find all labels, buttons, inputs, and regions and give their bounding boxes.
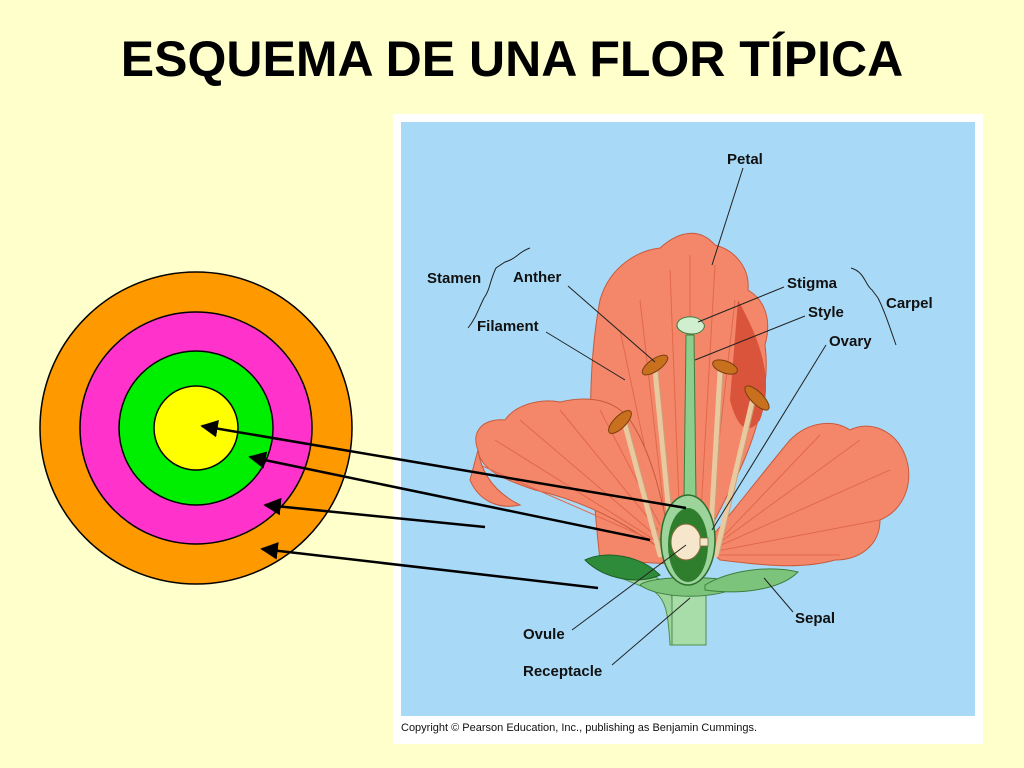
stigma [676, 316, 705, 335]
anthers [608, 354, 770, 434]
flower-illustration [469, 232, 910, 646]
sepal-right [704, 568, 799, 593]
label-anther: Anther [513, 269, 561, 286]
sepal-left [584, 554, 661, 581]
style [683, 334, 697, 501]
label-style: Style [808, 304, 844, 321]
label-stamen: Stamen [427, 270, 481, 287]
label-petal: Petal [727, 151, 763, 168]
ovule [670, 523, 702, 561]
label-lines [467, 167, 897, 666]
mapping-arrows [200, 420, 687, 590]
petal-right [704, 422, 910, 567]
label-carpel: Carpel [886, 295, 933, 312]
labels: Petal Stamen Anther Filament Stigma Styl… [427, 151, 933, 680]
arrow-petal [263, 497, 486, 529]
arrow-sepal [260, 542, 599, 590]
label-ovule: Ovule [523, 626, 565, 643]
label-filament: Filament [477, 318, 539, 335]
label-receptacle: Receptacle [523, 663, 602, 680]
ring-carpels [153, 385, 239, 471]
label-ovary: Ovary [829, 333, 872, 350]
petal-left [475, 398, 669, 546]
label-stigma: Stigma [787, 275, 838, 292]
whorl-diagram [39, 271, 353, 585]
arrow-carpel [200, 420, 687, 510]
arrow-stamen [248, 451, 651, 542]
label-sepal: Sepal [795, 610, 835, 627]
copyright-text: Copyright © Pearson Education, Inc., pub… [401, 722, 758, 734]
slide-title: ESQUEMA DE UNA FLOR TÍPICA [120, 31, 904, 87]
